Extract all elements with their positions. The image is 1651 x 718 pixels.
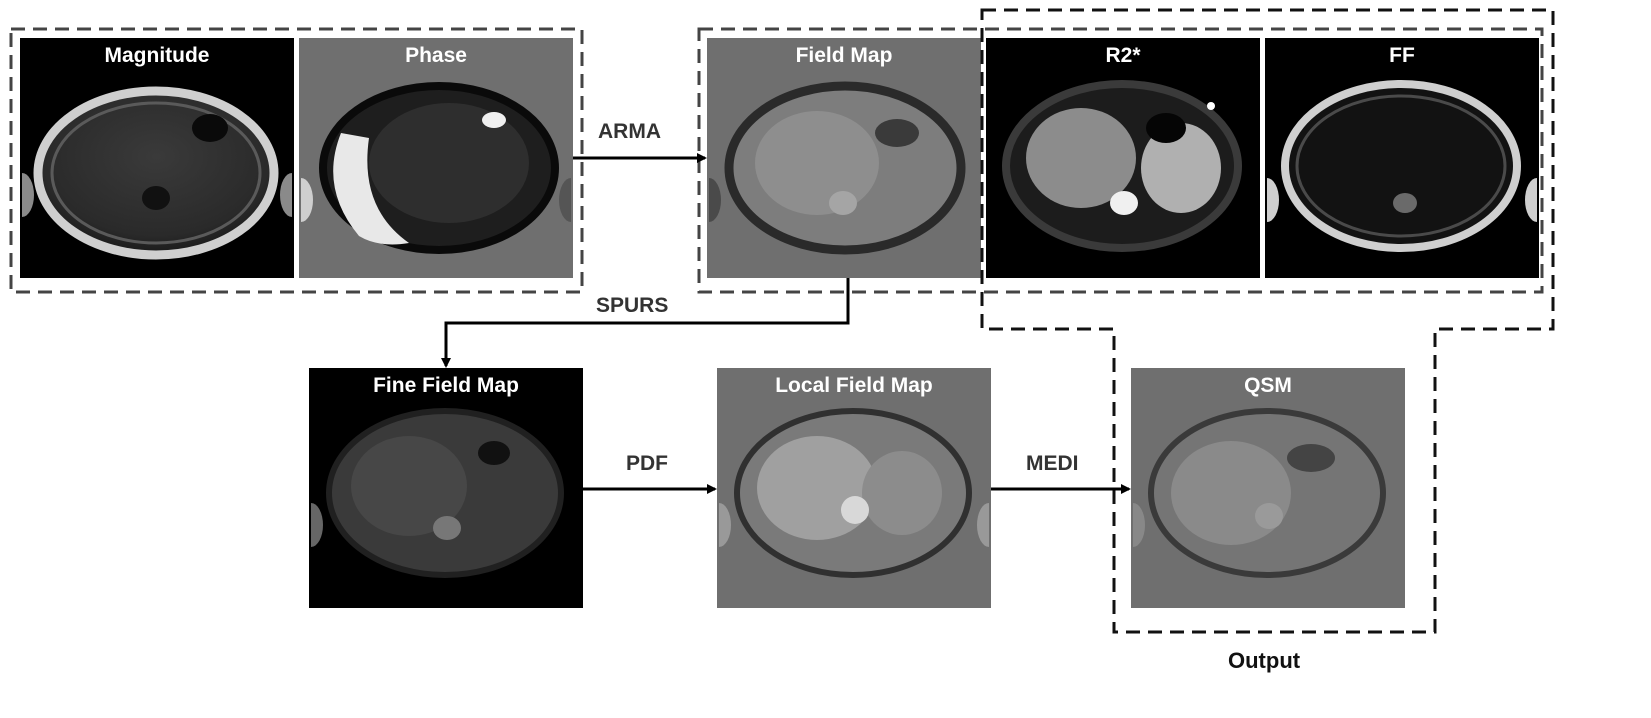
field-map-title: Field Map [795, 44, 893, 67]
fine-field-map-title: Fine Field Map [373, 374, 519, 397]
local-field-map-image [719, 408, 989, 578]
fine-field-map-panel: Fine Field Map [309, 368, 583, 608]
r2star-title: R2* [1105, 44, 1141, 67]
local-field-map-panel: Local Field Map [717, 368, 991, 608]
ff-image [1267, 80, 1537, 252]
field-map-image [709, 81, 966, 255]
magnitude-title: Magnitude [104, 44, 210, 67]
phase-title: Phase [405, 44, 467, 67]
field-map-panel: Field Map [707, 38, 981, 278]
qsm-title: QSM [1244, 374, 1292, 397]
pdf-label: PDF [626, 452, 668, 475]
ff-panel: FF [1265, 38, 1539, 278]
medi-label: MEDI [1026, 452, 1079, 475]
fine-field-map-image [311, 408, 564, 578]
qsm-panel: QSM [1131, 368, 1405, 608]
ff-title: FF [1389, 44, 1415, 67]
r2star-image [1002, 80, 1242, 252]
spurs-label: SPURS [596, 294, 669, 317]
output-label: Output [1228, 648, 1301, 673]
r2star-panel: R2* [986, 38, 1260, 278]
qsm-image [1133, 408, 1386, 578]
magnitude-panel: Magnitude [20, 38, 294, 278]
local-field-map-title: Local Field Map [775, 374, 933, 397]
phase-image [301, 82, 571, 254]
arma-label: ARMA [598, 120, 661, 143]
phase-panel: Phase [299, 38, 573, 278]
spurs-arrow [441, 278, 850, 368]
magnitude-image [22, 86, 292, 260]
